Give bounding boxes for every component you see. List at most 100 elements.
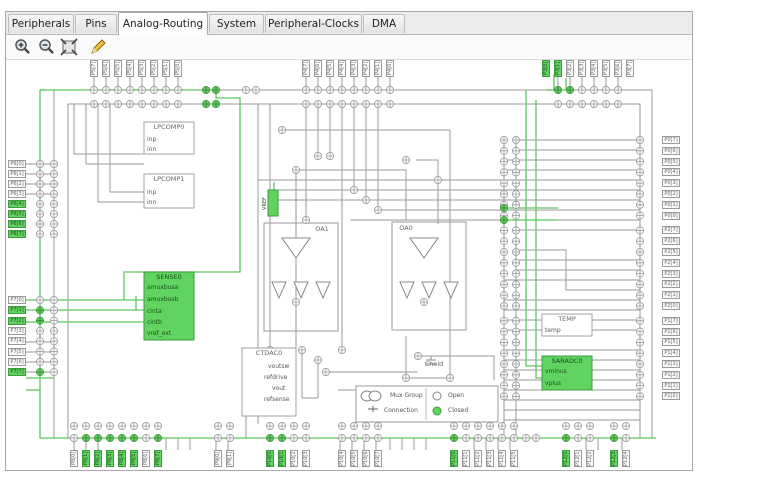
pin-right-2[interactable]: P0[5] (662, 157, 680, 166)
zoom-in-icon[interactable] (13, 38, 31, 56)
pin-left-b-4[interactable]: P7[4] (8, 337, 26, 346)
pin-left-b-2[interactable]: P7[2] (8, 316, 26, 325)
pin-bottom-9[interactable]: P9[1] (226, 450, 234, 467)
pin-top-left-0[interactable]: P5[7] (90, 60, 98, 77)
pin-top-mid-5[interactable]: P4[2] (362, 60, 370, 77)
pin-top-left-4[interactable]: P5[3] (138, 60, 146, 77)
pin-bottom-16[interactable]: P10[6] (362, 450, 370, 467)
pin-bottom-23[interactable]: P11[5] (510, 450, 518, 467)
fit-to-window-icon[interactable] (60, 38, 78, 56)
pin-left-b-6[interactable]: P7[6] (8, 357, 26, 366)
pin-bottom-10[interactable]: P10[0] (266, 450, 274, 467)
pin-right-15[interactable]: P2[0] (662, 302, 680, 310)
pin-left-a-7[interactable]: P6[7] (8, 230, 26, 238)
pin-top-left-7[interactable]: P5[0] (174, 60, 182, 77)
pin-left-a-6[interactable]: P6[6] (8, 220, 26, 228)
pin-bottom-2[interactable]: P8[2] (94, 450, 102, 467)
pin-bottom-21[interactable]: P11[3] (486, 450, 494, 467)
pin-left-a-1[interactable]: P6[1] (8, 170, 26, 178)
pin-top-left-5[interactable]: P5[2] (150, 60, 158, 77)
pin-left-b-7[interactable]: P7[7] (8, 368, 26, 377)
pin-bottom-1[interactable]: P8[1] (82, 450, 90, 467)
pin-top-right-4[interactable]: P3[4] (590, 60, 598, 77)
pin-bottom-19[interactable]: P11[1] (462, 450, 470, 467)
pin-right-8[interactable]: P2[7] (662, 226, 680, 235)
pin-bottom-18[interactable]: P11[0] (450, 450, 458, 467)
pin-bottom-22[interactable]: P11[4] (498, 450, 506, 467)
pin-right-16[interactable]: P1[7] (662, 316, 680, 325)
pin-bottom-7[interactable]: P8[7] (154, 450, 162, 467)
pin-right-22[interactable]: P1[1] (662, 381, 680, 390)
pin-bottom-11[interactable]: P10[1] (278, 450, 286, 467)
pin-right-20[interactable]: P1[3] (662, 360, 680, 368)
pin-top-left-2[interactable]: P5[5] (114, 60, 122, 77)
pin-left-b-0[interactable]: P7[0] (8, 296, 26, 304)
pin-right-23[interactable]: P1[0] (662, 392, 680, 401)
pin-bottom-17[interactable]: P10[7] (374, 450, 382, 467)
pin-right-1[interactable]: P0[6] (662, 146, 680, 155)
pin-bottom-6[interactable]: P8[6] (142, 450, 150, 467)
pin-bottom-24[interactable]: P12[0] (562, 450, 570, 467)
pin-bottom-27[interactable]: P12[3] (610, 450, 618, 467)
pin-bottom-25[interactable]: P12[1] (574, 450, 582, 467)
pin-bottom-26[interactable]: P12[2] (586, 450, 594, 467)
tab-pins[interactable]: Pins (75, 14, 117, 33)
tab-system[interactable]: System (209, 14, 264, 33)
pin-left-a-2[interactable]: P6[2] (8, 180, 26, 188)
pin-left-b-3[interactable]: P7[3] (8, 326, 26, 335)
pin-top-mid-1[interactable]: P4[6] (314, 60, 322, 77)
pin-top-left-6[interactable]: P5[1] (162, 60, 170, 77)
pin-top-right-3[interactable]: P3[3] (578, 60, 586, 77)
pin-right-11[interactable]: P2[4] (662, 258, 680, 267)
pin-top-right-0[interactable]: P3[0] (542, 60, 550, 77)
pin-right-4[interactable]: P0[3] (662, 179, 680, 188)
pin-bottom-15[interactable]: P10[5] (350, 450, 358, 467)
tab-analog-routing[interactable]: Analog-Routing (118, 12, 208, 35)
pin-top-left-1[interactable]: P5[6] (102, 60, 110, 77)
pin-top-mid-2[interactable]: P4[5] (326, 60, 334, 77)
pin-bottom-20[interactable]: P11[2] (474, 450, 482, 467)
pin-top-mid-3[interactable]: P4[4] (338, 60, 346, 77)
pin-left-b-1[interactable]: P7[1] (8, 306, 26, 315)
pin-bottom-5[interactable]: P8[5] (130, 450, 138, 467)
tab-dma[interactable]: DMA (363, 14, 405, 33)
pin-top-right-6[interactable]: P3[6] (614, 60, 622, 77)
pin-left-b-5[interactable]: P7[5] (8, 347, 26, 356)
pin-right-12[interactable]: P2[3] (662, 269, 680, 278)
pin-right-17[interactable]: P1[6] (662, 327, 680, 336)
pin-top-mid-0[interactable]: P4[7] (302, 60, 310, 77)
pin-top-mid-7[interactable]: P4[0] (386, 60, 394, 77)
pin-top-right-2[interactable]: P3[2] (566, 60, 574, 77)
tab-peripherals[interactable]: Peripherals (8, 14, 74, 33)
pin-top-right-1[interactable]: P3[1] (554, 60, 562, 77)
pin-left-a-4[interactable]: P6[4] (8, 200, 26, 208)
pin-bottom-3[interactable]: P8[3] (106, 450, 114, 467)
pin-right-7[interactable]: P0[0] (662, 211, 680, 220)
pin-right-3[interactable]: P0[4] (662, 168, 680, 177)
pin-left-a-0[interactable]: P6[0] (8, 160, 26, 168)
pin-right-14[interactable]: P2[1] (662, 291, 680, 300)
pin-bottom-8[interactable]: P9[0] (214, 450, 222, 467)
pin-right-5[interactable]: P0[2] (662, 190, 680, 198)
pin-top-left-3[interactable]: P5[4] (126, 60, 134, 77)
pin-bottom-13[interactable]: P10[3] (302, 450, 310, 467)
pin-right-6[interactable]: P0[1] (662, 200, 680, 209)
pin-bottom-28[interactable]: P12[4] (622, 450, 630, 467)
pin-top-right-7[interactable]: P3[7] (626, 60, 634, 77)
pin-right-13[interactable]: P2[2] (662, 280, 680, 289)
pin-bottom-0[interactable]: P8[0] (70, 450, 78, 467)
zoom-out-icon[interactable] (37, 38, 55, 56)
pin-bottom-4[interactable]: P8[4] (118, 450, 126, 467)
tab-peripheral-clocks[interactable]: Peripheral-Clocks (265, 14, 362, 33)
pin-right-9[interactable]: P2[6] (662, 237, 680, 246)
pin-right-19[interactable]: P1[4] (662, 349, 680, 358)
pin-top-mid-4[interactable]: P4[3] (350, 60, 358, 77)
pin-top-mid-6[interactable]: P4[1] (374, 60, 382, 77)
pin-right-10[interactable]: P2[5] (662, 248, 680, 256)
pin-bottom-14[interactable]: P10[4] (338, 450, 346, 467)
pin-left-a-3[interactable]: P6[3] (8, 190, 26, 198)
pin-right-18[interactable]: P1[5] (662, 338, 680, 347)
pin-bottom-12[interactable]: P10[2] (290, 450, 298, 467)
pin-top-right-5[interactable]: P3[5] (602, 60, 610, 77)
pencil-icon[interactable] (89, 38, 107, 56)
